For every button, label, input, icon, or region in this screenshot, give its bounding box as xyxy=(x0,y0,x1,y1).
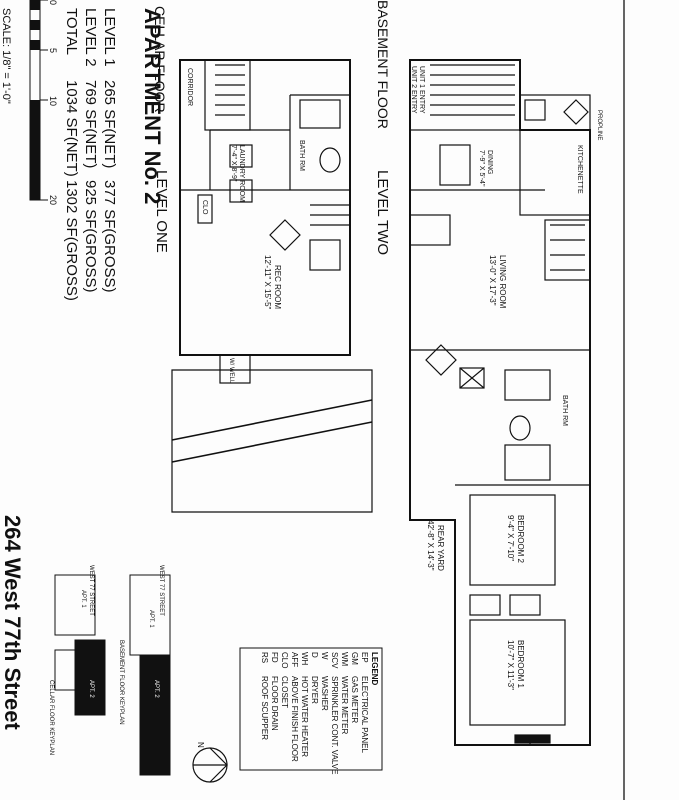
legend-desc: FLOOR DRAIN xyxy=(270,676,279,731)
level-two-plan xyxy=(409,59,591,746)
legend-desc: WASHER xyxy=(320,676,329,711)
room-dims-dining: 7'-9" X 5'-4" xyxy=(478,150,485,187)
area-row-gross: 1302 SF(GROSS) xyxy=(63,180,80,301)
cellar-exterior xyxy=(171,369,373,513)
legend-code: EP xyxy=(360,652,369,663)
legend-desc: CLOSET xyxy=(280,676,289,708)
room-label-dining: DINING xyxy=(486,150,493,175)
room-dims-living: 13'-0" X 17'-3" xyxy=(488,255,497,306)
room-label-bedroom-1: BEDROOM 1 xyxy=(516,640,525,689)
room-label-vent: W/ WELL xyxy=(228,358,234,384)
scale-bar xyxy=(29,0,48,201)
legend-desc: HOT WATER HEATER xyxy=(300,676,309,757)
room-dims-bedroom-1: 10'-7" X 11'-3" xyxy=(506,640,515,690)
legend-code: D xyxy=(310,652,319,658)
unit-entry-label: UNIT 2 ENTRY xyxy=(410,66,417,114)
legend-title: LEGEND xyxy=(370,652,379,686)
level-one-title: LEVEL ONE xyxy=(153,170,170,253)
area-row-label: TOTAL xyxy=(63,8,80,55)
area-row-gross: 925 SF(GROSS) xyxy=(82,180,99,293)
keyplan-apt1: APT. 1 xyxy=(80,590,86,608)
room-label-corridor: CORRIDOR xyxy=(186,68,193,106)
room-label-bath: BATH RM xyxy=(298,140,305,171)
keyplan-basement-label: BASEMENT FLOOR KEYPLAN xyxy=(118,640,124,725)
room-label-kitchenette: KITCHENETTE xyxy=(576,145,583,194)
apartment-title: APARTMENT No. 2 xyxy=(140,8,165,204)
area-row-net: 769 SF(NET) xyxy=(82,80,99,168)
legend-code: FD xyxy=(270,652,279,663)
area-row-net: 265 SF(NET) xyxy=(101,80,118,168)
keyplan-apt1: APT. 1 xyxy=(148,610,154,628)
room-label-rec: REC ROOM xyxy=(273,265,282,309)
room-label-bedroom-2: BEDROOM 2 xyxy=(516,515,525,564)
room-label-clo: CLO xyxy=(201,200,208,215)
room-label-bath: BATH RM xyxy=(561,395,568,426)
north-label: N xyxy=(196,742,205,748)
area-row-label: LEVEL 2 xyxy=(82,8,99,67)
area-row-label: LEVEL 1 xyxy=(101,8,118,67)
legend-code: GM xyxy=(350,652,359,665)
north-arrow-icon xyxy=(192,747,228,783)
propline-label: PROPLINE xyxy=(596,110,602,140)
room-label-laundry: LAUNDRY ROOM xyxy=(238,145,245,202)
legend-desc: ABOVE FINISH FLOOR xyxy=(290,676,299,762)
area-row-gross: 377 SF(GROSS) xyxy=(101,180,118,293)
scale-tick: 20 xyxy=(48,195,58,205)
legend-code: RS xyxy=(260,652,269,663)
scale-tick: 0 xyxy=(48,0,58,5)
room-label-rear-yard: REAR YARD xyxy=(436,525,445,571)
legend-desc: SPRINKLER CONT. VALVE xyxy=(330,676,339,774)
legend-code: AFF xyxy=(290,652,299,667)
room-dims-rec: 12'-11" X 15'-5" xyxy=(263,255,272,310)
west-street-label: WEST 77 STREET xyxy=(88,565,94,616)
scale-tick: 10 xyxy=(48,96,58,106)
cellar-floor-title: CELLAR FLOOR xyxy=(152,6,168,113)
scale-tick: 5 xyxy=(48,48,58,53)
keyplan-cellar-label: CELLAR FLOOR KEYPLAN xyxy=(48,680,54,755)
basement-floor-title: BASEMENT FLOOR xyxy=(375,0,391,129)
legend-code: WM xyxy=(340,652,349,667)
room-dims-rear-yard: 42'-8" X 14'-3" xyxy=(426,520,435,571)
legend-code: CLO xyxy=(280,652,289,668)
legend-desc: WATER METER xyxy=(340,676,349,734)
keyplan-apt2: APT. 2 xyxy=(88,680,94,698)
basement-keyplan xyxy=(129,574,171,776)
room-dims-bedroom-2: 9'-4" X 7'-10" xyxy=(506,515,515,561)
level-one-plan xyxy=(179,59,351,384)
cellar-keyplan xyxy=(54,574,106,716)
legend-box xyxy=(239,647,383,771)
legend-desc: ROOF SCUPPER xyxy=(260,676,269,740)
legend-desc: GAS METER xyxy=(350,676,359,723)
room-dims-laundry: 7'-4" X 8'-9" xyxy=(230,145,237,182)
keyplan-apt2: APT. 2 xyxy=(153,680,159,698)
unit-entry-label: UNIT 1 ENTRY xyxy=(418,66,425,114)
legend-desc: DRYER xyxy=(310,676,319,704)
legend-code: WH xyxy=(300,652,309,666)
street-address: 264 West 77th Street xyxy=(0,515,25,730)
west-street-label: WEST 77 STREET xyxy=(158,565,164,616)
legend-desc: ELECTRICAL PANEL xyxy=(360,676,369,753)
room-label-living: LIVING ROOM xyxy=(498,255,507,309)
legend-code: SCV xyxy=(330,652,339,669)
scale-label: SCALE: 1/8" = 1'-0" xyxy=(0,8,12,104)
legend-code: W xyxy=(320,652,329,660)
area-row-net: 1034 SF(NET) xyxy=(63,80,80,177)
level-two-title: LEVEL TWO xyxy=(374,170,391,255)
